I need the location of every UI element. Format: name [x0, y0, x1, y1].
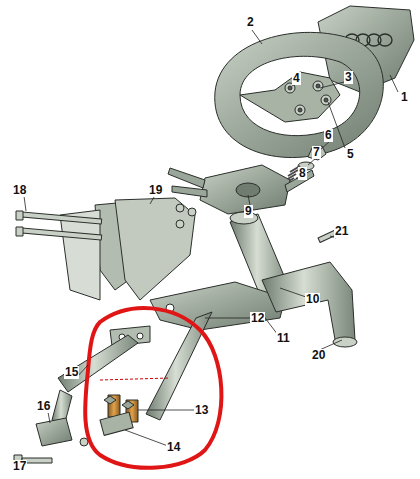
callout-number: 7 [312, 146, 321, 159]
callout-number: 5 [346, 148, 355, 161]
callout-number: 19 [148, 184, 163, 197]
callout-number: 1 [400, 91, 409, 104]
callout-number: 14 [166, 441, 181, 454]
callout-number: 13 [194, 404, 209, 417]
callout-number: 2 [246, 16, 255, 29]
callout-number: 15 [64, 366, 79, 379]
callout-number: 3 [344, 71, 353, 84]
callout-number: 4 [292, 72, 301, 85]
callout-number: 18 [12, 184, 27, 197]
callout-number: 21 [334, 225, 349, 238]
callout-number: 20 [311, 349, 326, 362]
callout-number: 9 [244, 205, 253, 218]
callout-number: 8 [298, 167, 307, 180]
callout-number: 10 [305, 293, 320, 306]
callout-number: 12 [250, 312, 265, 325]
callout-number: 11 [276, 332, 291, 345]
callout-number: 17 [12, 460, 27, 473]
callout-number: 6 [324, 129, 333, 142]
callout-number: 16 [36, 400, 51, 413]
